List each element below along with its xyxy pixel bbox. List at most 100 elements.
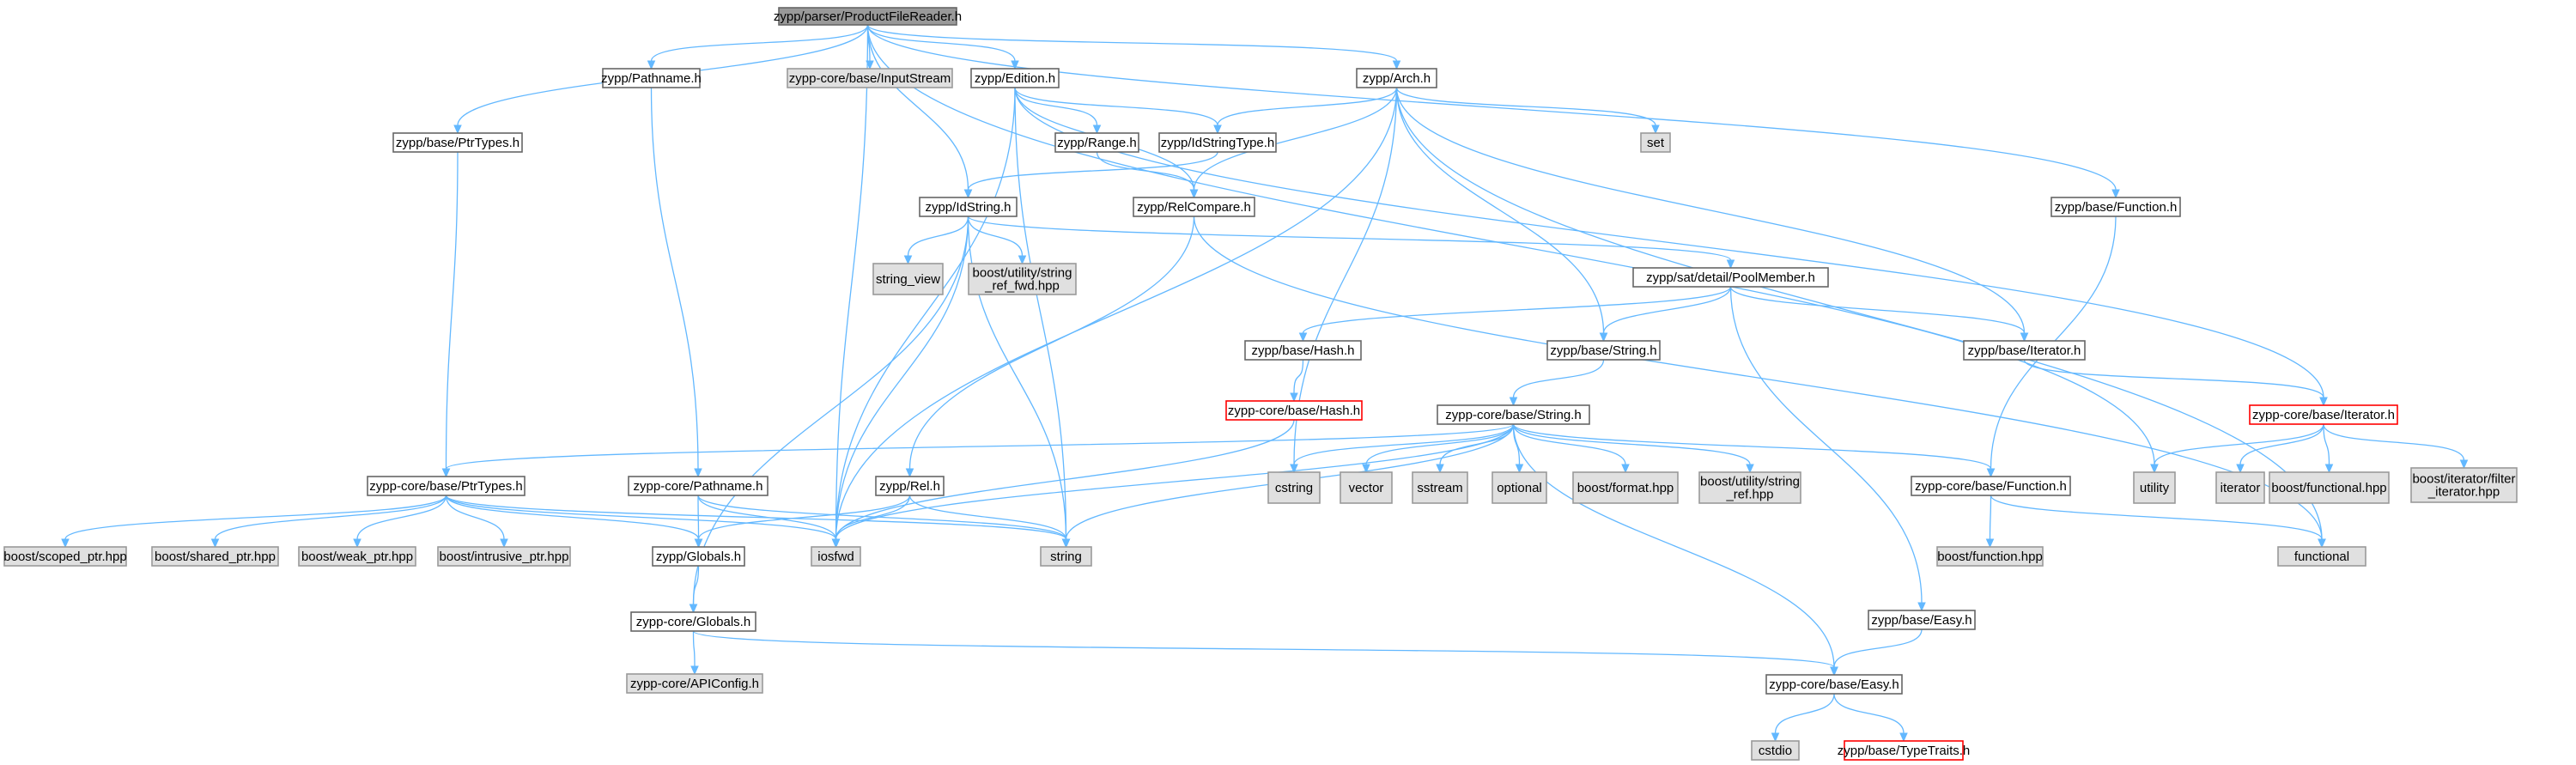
node-box: [1936, 546, 2044, 567]
edge-arrowhead: [2459, 459, 2469, 470]
edge-line: [835, 87, 1016, 540]
node-box: [1356, 68, 1437, 88]
node-utility[interactable]: utility: [2133, 471, 2176, 504]
edge-line: [835, 419, 1295, 540]
node-box: [1911, 476, 2071, 496]
node-coreiterator[interactable]: zypp-core/base/Iterator.h: [2249, 404, 2398, 425]
edge-line: [692, 216, 969, 605]
node-corefunction[interactable]: zypp-core/base/Function.h: [1911, 476, 2071, 496]
node-cstring[interactable]: cstring: [1267, 471, 1321, 504]
node-corehash[interactable]: zypp-core/base/Hash.h: [1225, 400, 1363, 421]
node-arch[interactable]: zypp/Arch.h: [1356, 68, 1437, 88]
node-functional[interactable]: functional: [2277, 546, 2366, 567]
node-label: zypp-core/base/PtrTypes.h: [369, 479, 522, 494]
node-vector[interactable]: vector: [1340, 471, 1393, 504]
node-string[interactable]: string: [1040, 546, 1092, 567]
dependency-edge-baseeasy-coreeasy: [1830, 628, 1923, 677]
node-boostfilteriter[interactable]: boost/iterator/filter_iterator.hpp: [2410, 467, 2518, 503]
node-label: zypp/sat/detail/PoolMember.h: [1646, 270, 1815, 285]
node-boostutilstring[interactable]: boost/utility/string_ref.hpp: [1698, 471, 1801, 504]
node-iosfwd[interactable]: iosfwd: [811, 546, 861, 567]
node-range[interactable]: zypp/Range.h: [1054, 132, 1139, 153]
edge-arrowhead: [1509, 397, 1518, 407]
node-box: [1546, 340, 1661, 361]
dependency-edge-coreiterator-utility: [2150, 423, 2324, 474]
edge-arrowhead: [1011, 60, 1019, 70]
node-boostfunctional[interactable]: boost/functional.hpp: [2269, 471, 2390, 504]
node-basehash[interactable]: zypp/base/Hash.h: [1244, 340, 1362, 361]
node-boostsref[interactable]: boost/utility/string_ref_fwd.hpp: [968, 263, 1077, 295]
edge-line: [697, 495, 911, 540]
node-relcompare[interactable]: zypp/RelCompare.h: [1133, 197, 1255, 217]
node-coreeasy[interactable]: zypp-core/base/Easy.h: [1765, 674, 1903, 695]
dependency-edge-idstring-poolmember: [967, 216, 1735, 270]
node-inputstream[interactable]: zypp-core/base/InputStream: [787, 68, 953, 88]
edge-arrowhead: [1362, 464, 1370, 474]
edge-line: [1014, 87, 1218, 126]
node-basestring[interactable]: zypp/base/String.h: [1546, 340, 1661, 361]
node-box: [1492, 471, 1547, 504]
node-ptrtypes[interactable]: zypp/base/PtrTypes.h: [392, 132, 523, 153]
node-optional[interactable]: optional: [1492, 471, 1547, 504]
node-baseiterator[interactable]: zypp/base/Iterator.h: [1963, 340, 2086, 361]
edge-arrowhead: [1213, 124, 1222, 135]
node-scoped[interactable]: boost/scoped_ptr.hpp: [3, 546, 127, 567]
edge-arrowhead: [689, 604, 698, 614]
edge-arrowhead: [1899, 732, 1908, 743]
node-shared[interactable]: boost/shared_ptr.hpp: [151, 546, 279, 567]
node-box: [1844, 740, 1964, 761]
node-typetraits[interactable]: zypp/base/TypeTraits.h: [1838, 740, 1971, 761]
node-cstdio[interactable]: cstdio: [1751, 740, 1800, 761]
node-box: [1437, 404, 1590, 425]
node-coreptrtypes[interactable]: zypp-core/base/PtrTypes.h: [367, 476, 526, 496]
node-edition[interactable]: zypp/Edition.h: [970, 68, 1060, 88]
node-box: [3, 546, 127, 567]
edge-arrowhead: [1290, 464, 1298, 474]
node-idstring[interactable]: zypp/IdString.h: [919, 197, 1018, 217]
node-weak[interactable]: boost/weak_ptr.hpp: [298, 546, 416, 567]
edge-line: [1096, 151, 1195, 191]
edge-line: [1395, 87, 2026, 334]
node-basefunction[interactable]: zypp/base/Function.h: [2050, 197, 2181, 217]
node-idstringtype[interactable]: zypp/IdStringType.h: [1158, 132, 1277, 153]
edge-line: [1774, 693, 1835, 734]
node-poolmember[interactable]: zypp/sat/detail/PoolMember.h: [1632, 267, 1829, 288]
edge-line: [692, 630, 1835, 668]
node-layer: zypp/parser/ProductFileReader.h zypp/base…: [3, 7, 2518, 761]
node-intrusive[interactable]: boost/intrusive_ptr.hpp: [437, 546, 571, 567]
node-coreglobals[interactable]: zypp-core/Globals.h: [630, 611, 756, 632]
node-box: [298, 546, 416, 567]
node-set[interactable]: set: [1640, 132, 1671, 153]
edge-line: [1193, 87, 1398, 191]
node-box: [970, 68, 1060, 88]
node-label: _ref_fwd.hpp: [984, 279, 1060, 294]
dependency-edge-poolmember-basehash: [1298, 286, 1732, 343]
node-box: [151, 546, 279, 567]
node-apiconfig[interactable]: zypp-core/APIConfig.h: [626, 673, 763, 694]
node-baseeasy[interactable]: zypp/base/Easy.h: [1868, 610, 1976, 630]
edge-arrowhead: [1189, 189, 1199, 199]
node-string_view[interactable]: string_view: [872, 263, 944, 295]
edge-arrowhead: [866, 60, 874, 70]
node-iterator[interactable]: iterator: [2215, 471, 2265, 504]
node-label: functional: [2294, 549, 2349, 564]
node-pathname[interactable]: zypp/Pathname.h: [601, 68, 702, 88]
edge-line: [2323, 423, 2465, 461]
node-label: boost/format.hpp: [1577, 481, 1674, 495]
dependency-edge-root-edition: [866, 24, 1019, 70]
node-label: string_view: [876, 272, 940, 287]
node-corestring[interactable]: zypp-core/base/String.h: [1437, 404, 1590, 425]
dependency-edge-coreptrtypes-shared: [210, 495, 447, 549]
edge-arrowhead: [1436, 464, 1444, 474]
node-root[interactable]: zypp/parser/ProductFileReader.h: [774, 7, 962, 26]
edge-line: [214, 495, 447, 540]
edge-line: [445, 495, 1067, 540]
node-rel[interactable]: zypp/Rel.h: [875, 476, 945, 496]
node-box: [1040, 546, 1092, 567]
node-boostfunction[interactable]: boost/function.hpp: [1936, 546, 2044, 567]
node-boostformat[interactable]: boost/format.hpp: [1572, 471, 1679, 504]
node-box: [437, 546, 571, 567]
node-corepathname[interactable]: zypp-core/Pathname.h: [628, 476, 769, 496]
node-globals[interactable]: zypp/Globals.h: [652, 546, 745, 567]
node-sstream[interactable]: sstream: [1412, 471, 1468, 504]
